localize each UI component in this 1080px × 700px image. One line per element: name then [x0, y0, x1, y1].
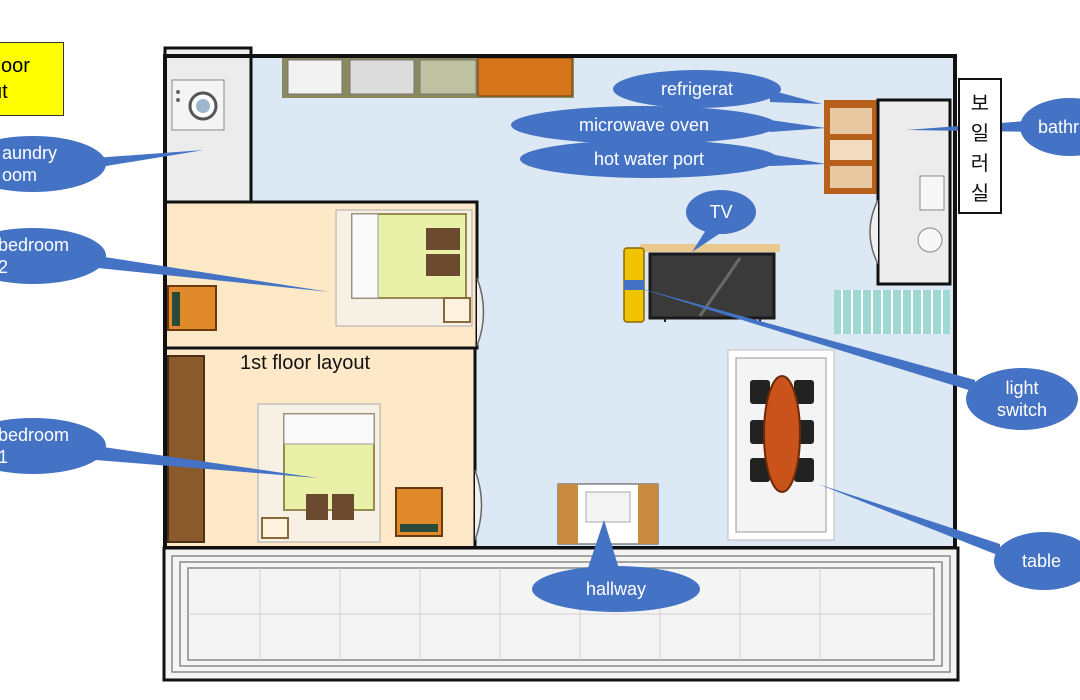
bathroom-sign: 보 일 러 실: [958, 78, 1002, 214]
door-swing: [474, 469, 483, 541]
hot-water-label-text: hot water port: [593, 149, 705, 169]
armchair-icon: [395, 487, 443, 537]
tv-cabinet: [640, 244, 780, 252]
hallway-label-text: hallway: [585, 579, 647, 599]
toilet-icon: [917, 175, 945, 253]
sign-char: 일: [970, 121, 990, 145]
bedroom2-pointer: [98, 256, 330, 292]
laundry-label-line-2: oom: [2, 165, 38, 185]
header-line-2: ut: [0, 81, 8, 103]
light-switch-label-line-1: light: [1005, 378, 1039, 398]
table-label: table: [994, 532, 1080, 590]
sign-char: 실: [970, 181, 990, 205]
sign-char: 러: [970, 151, 990, 175]
tv-pointer: [692, 230, 722, 252]
door-swing: [869, 199, 879, 265]
refrigerator-pointer: [770, 90, 822, 104]
hot-water-label: hot water port: [520, 140, 778, 178]
header-tag: floor ut: [0, 42, 64, 116]
light-switch-label-line-2: switch: [996, 400, 1047, 420]
tv-label-text: TV: [709, 202, 733, 222]
door-swing: [476, 277, 485, 347]
table-pointer: [818, 484, 1000, 556]
microwave-pointer: [770, 120, 826, 132]
hallway-pointer: [586, 520, 620, 574]
light-switch-pointer: [632, 286, 975, 392]
laundry-label-line-1: aundry: [2, 143, 58, 163]
bathroom-label-text: bathr: [1038, 117, 1080, 137]
laundry-pointer: [94, 150, 204, 168]
bedroom2-label-line-2: 2: [0, 257, 9, 277]
dining-table-icon: [727, 349, 835, 541]
hallway-label: hallway: [532, 566, 700, 612]
sign-char: 보: [970, 91, 990, 115]
table-label-text: table: [1022, 551, 1062, 571]
microwave-label: microwave oven: [511, 106, 777, 144]
washing-machine-icon: [171, 79, 225, 131]
balcony: [162, 546, 960, 682]
kitchen-counter: [282, 56, 574, 98]
refrigerator-label-text: refrigerat: [660, 79, 734, 99]
appliance-column: [824, 100, 878, 194]
microwave-label-text: microwave oven: [578, 115, 710, 135]
callout-pointers: [94, 90, 1040, 574]
layout-title: 1st floor layout: [240, 352, 371, 374]
bedroom1-label-line-2: 1: [0, 447, 9, 467]
bedroom1-label-line-1: bedroom: [0, 425, 70, 445]
tv-icon: [648, 252, 776, 322]
wardrobe: [167, 355, 205, 543]
hot-water-pointer: [770, 154, 826, 166]
light-switch-icon: [623, 247, 645, 323]
tv-label: TV: [686, 190, 756, 234]
bedroom1-pointer: [96, 446, 318, 478]
staircase: [834, 290, 950, 334]
light-switch-label: light switch: [966, 368, 1078, 430]
bedroom2-label-line-1: bedroom: [0, 235, 70, 255]
header-line-1: floor: [0, 55, 30, 77]
armchair-icon: [167, 285, 217, 331]
bed-icon: [335, 209, 473, 327]
refrigerator-label: refrigerat: [613, 70, 781, 108]
